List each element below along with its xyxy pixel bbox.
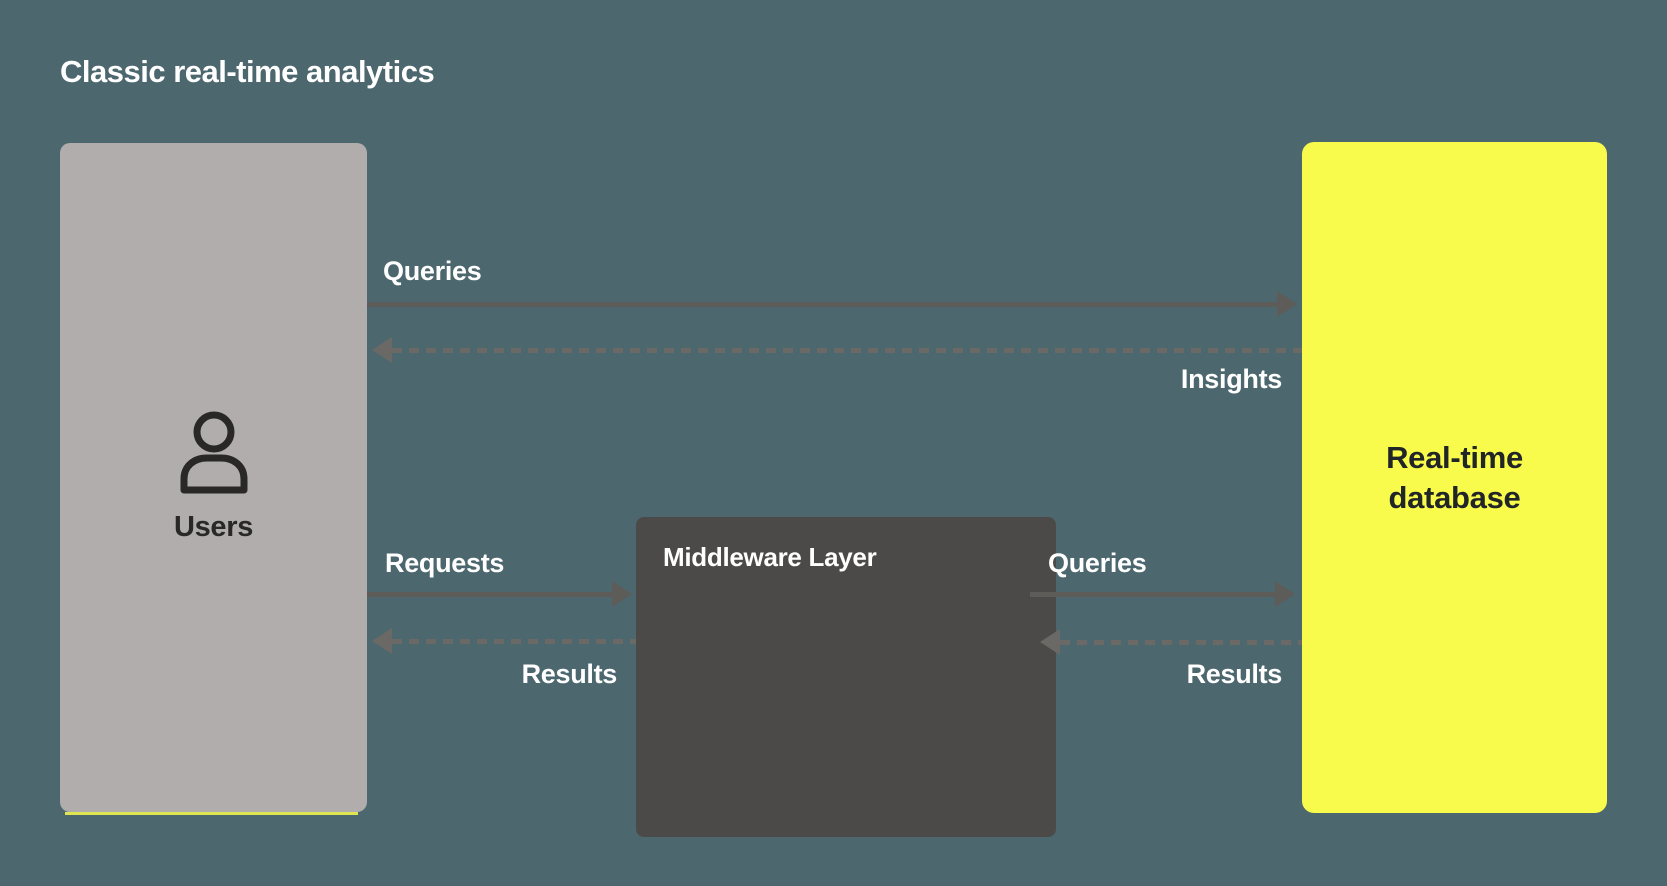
edge-results-right-label: Results	[1186, 659, 1283, 689]
node-database: Real-time database	[1302, 142, 1607, 813]
edge-insights-label: Insights	[1180, 364, 1282, 394]
edge-results-right-line	[1060, 640, 1302, 645]
edge-queries-right-line	[1030, 592, 1275, 597]
person-icon	[179, 411, 249, 495]
edge-requests-label: Requests	[385, 548, 505, 578]
database-label-line1: Real-time	[1386, 439, 1523, 475]
edge-queries-right-label: Queries	[1048, 548, 1147, 578]
database-label: Real-time database	[1386, 438, 1523, 517]
edge-queries-top-arrowhead-icon	[1277, 291, 1297, 317]
edge-requests-line	[367, 592, 612, 597]
diagram-title: Classic real-time analytics	[60, 54, 435, 89]
node-users: Users	[60, 143, 367, 812]
edge-results-left-label: Results	[521, 659, 618, 689]
edge-queries-right-arrowhead-icon	[1275, 581, 1295, 607]
edge-requests-arrowhead-icon	[612, 581, 632, 607]
users-label: Users	[173, 511, 254, 543]
database-label-line2: database	[1388, 479, 1521, 515]
users-box-accent	[65, 812, 358, 815]
edge-queries-top-label: Queries	[383, 256, 482, 286]
edge-queries-top-line	[367, 302, 1277, 307]
edge-results-right-arrowhead-icon	[1040, 629, 1060, 655]
node-middleware: Middleware Layer	[636, 517, 1056, 837]
edge-insights-line	[392, 348, 1302, 353]
edge-results-left-arrowhead-icon	[372, 628, 392, 654]
middleware-label: Middleware Layer	[663, 542, 877, 572]
edge-results-left-line	[392, 639, 636, 644]
edge-insights-arrowhead-icon	[372, 337, 392, 363]
